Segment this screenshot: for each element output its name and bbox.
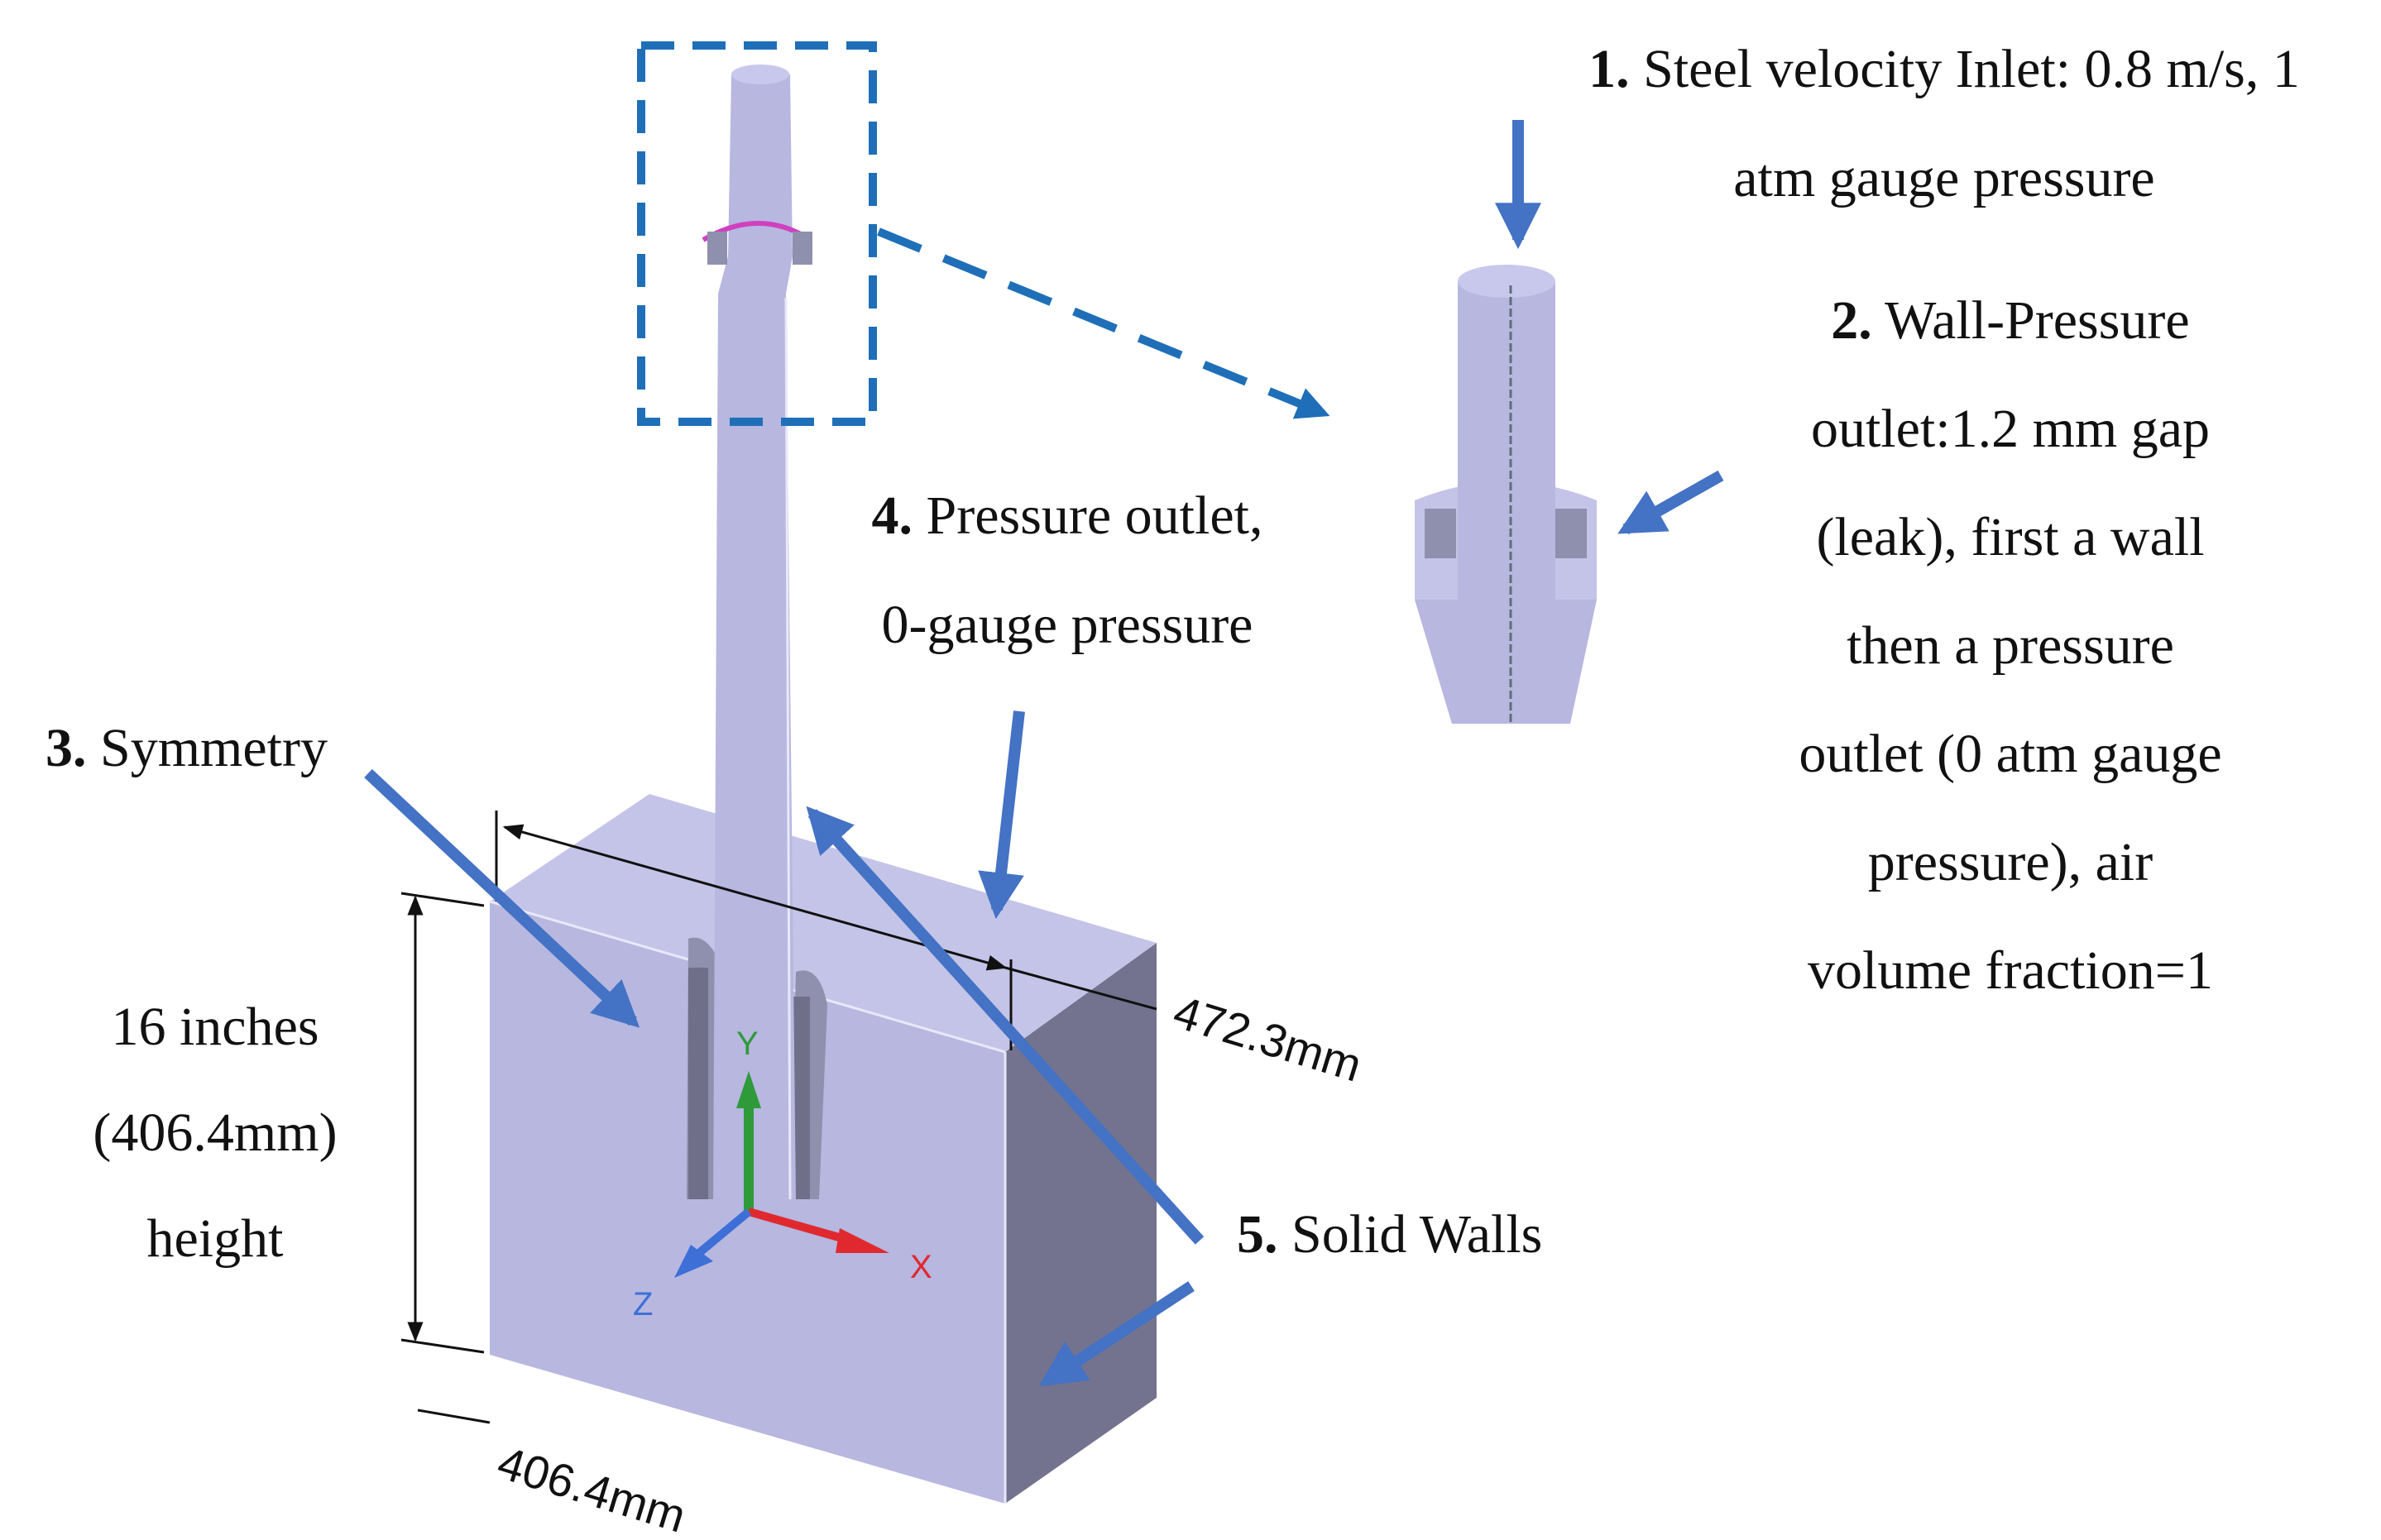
tundish-body: [489, 794, 1157, 1504]
solid-walls-label: 5. Solid Walls: [1237, 1204, 1543, 1265]
x-axis-label: X: [910, 1249, 932, 1285]
solid-walls-arrow-nozzle: [806, 806, 1205, 1245]
z-axis-arrow: [674, 1245, 713, 1278]
height-dimension: [400, 892, 485, 1354]
width-dim-label: 406.4mm: [491, 1436, 692, 1540]
z-axis-label: Z: [633, 1286, 653, 1322]
callout-box: [637, 41, 877, 426]
annotation-arrows: [364, 120, 1724, 1387]
pressure-outlet-arrow: [978, 710, 1025, 920]
nozzle-inset: [1415, 265, 1597, 724]
callout-arrow: [877, 227, 1330, 419]
x-axis-arrow: [836, 1228, 889, 1253]
wall-pressure-arrow: [1617, 470, 1724, 535]
pressure-outlet-label: 4. Pressure outlet, 0-gauge pressure: [871, 485, 1263, 655]
symmetry-label: 3. Symmetry: [46, 718, 328, 778]
symmetry-arrow: [364, 768, 640, 1028]
depth-dimension: [495, 811, 1157, 1050]
y-axis-label: Y: [736, 1026, 759, 1062]
axis-triad: Y X Z: [633, 1026, 932, 1322]
width-dimension: [417, 1408, 491, 1424]
inlet-label: 1. Steel velocity Inlet: 0.8 m/s, 1 atm …: [1588, 39, 2300, 208]
y-axis-arrow: [736, 1071, 761, 1108]
solid-walls-arrow-body: [1038, 1281, 1195, 1387]
wall-pressure-label: 2. Wall-Pressure outlet:1.2 mm gap (leak…: [1799, 290, 2222, 1001]
depth-dim-label: 472.3mm: [1167, 985, 1368, 1091]
height-label: 16 inches (406.4mm) height: [93, 997, 338, 1269]
